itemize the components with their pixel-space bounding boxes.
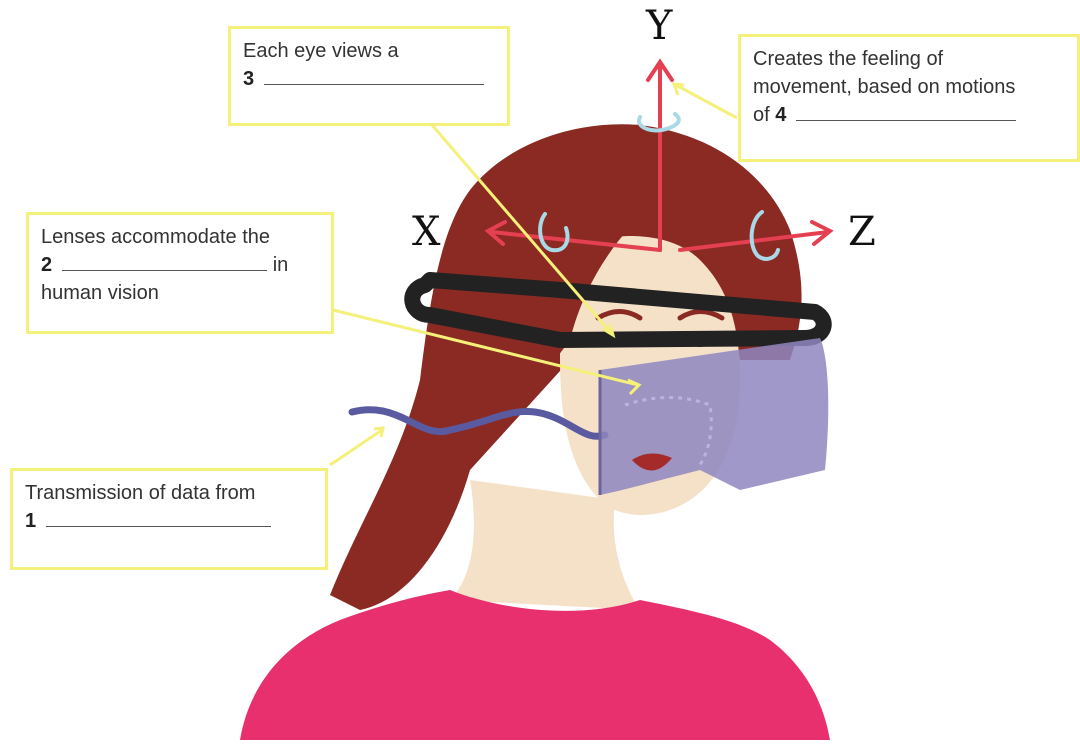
callout-1-text: Transmission of data from (25, 482, 256, 504)
y-axis-arrowhead (646, 58, 674, 82)
z-axis-arrow (678, 230, 830, 252)
left-eyebrow (595, 309, 643, 321)
blank-4[interactable] (796, 102, 1017, 121)
callout-2-line3: human vision (41, 282, 159, 304)
connector-2-arrowhead (627, 378, 642, 396)
lips (632, 453, 672, 471)
callout-2: Lenses accommodate the 2 in human vision (26, 212, 334, 334)
hair (330, 124, 802, 611)
callout-4-line1: Creates the feeling of (753, 48, 944, 70)
connector-1-arrowhead (373, 426, 385, 438)
connector-3-arrowhead (602, 323, 616, 339)
callout-3-text: Each eye views a (243, 40, 399, 62)
rotation-arrow-icon (538, 212, 570, 253)
lens-outline (624, 396, 713, 466)
connector-4 (675, 83, 738, 120)
callout-4-number: 4 (775, 104, 787, 126)
x-axis-arrow (490, 230, 662, 252)
rotation-arrows (538, 112, 780, 261)
rotation-arrow-icon (637, 112, 681, 133)
callout-3: Each eye views a 3 (228, 26, 510, 126)
connector-3 (430, 124, 614, 335)
connector-1 (329, 428, 383, 467)
headset-strap (404, 272, 832, 348)
callout-1-number: 1 (25, 510, 37, 532)
rotation-arrow-icon (749, 210, 780, 261)
blank-1[interactable] (46, 508, 272, 527)
callout-1: Transmission of data from 1 (10, 468, 328, 570)
callout-4: Creates the feeling of movement, based o… (738, 34, 1080, 162)
axis-label-y: Y (646, 3, 673, 49)
axis-label-x: X (412, 209, 441, 255)
hair-part (552, 193, 660, 360)
axis-arrows (484, 58, 834, 252)
callout-2-line1: Lenses accommodate the (41, 226, 271, 248)
callout-4-prefix: of (753, 104, 770, 126)
right-eyebrow (677, 309, 725, 321)
callout-4-line2: movement, based on motions (753, 76, 1016, 98)
callout-3-number: 3 (243, 68, 255, 90)
callout-2-number: 2 (41, 254, 53, 276)
connector-2 (332, 308, 639, 387)
x-axis-arrowhead (484, 220, 507, 246)
blank-3[interactable] (264, 66, 485, 85)
z-axis-arrowhead (810, 220, 834, 246)
callout-2-after-blank: in (272, 254, 289, 276)
shirt (240, 590, 830, 740)
neck (450, 480, 640, 610)
axis-label-z: Z (848, 209, 876, 255)
cable (348, 406, 609, 440)
blank-2[interactable] (62, 252, 268, 271)
connector-4-arrowhead (671, 82, 685, 96)
callout-connectors (329, 82, 738, 467)
